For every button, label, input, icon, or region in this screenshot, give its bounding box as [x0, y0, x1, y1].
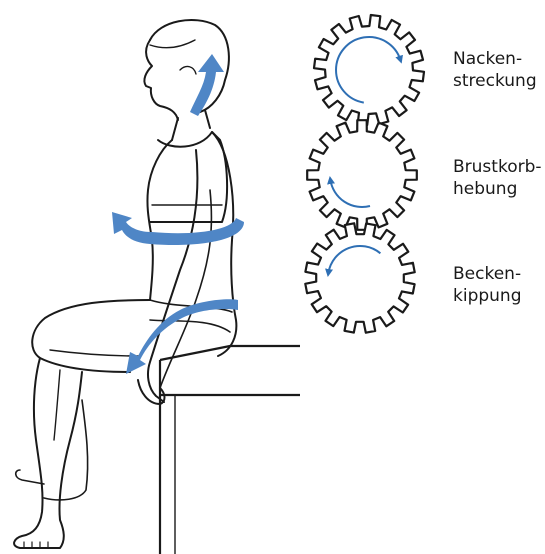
- gear-icon: [305, 223, 414, 332]
- chest-label-line2: hebung: [453, 178, 542, 200]
- neck-label-line1: Nacken-: [453, 48, 537, 70]
- neck-label-line2: streckung: [453, 70, 537, 92]
- neck-extension-arrow: [190, 54, 224, 116]
- bench: [160, 346, 300, 554]
- chest-lift-label: Brustkorb- hebung: [453, 156, 542, 200]
- pelvis-label-line1: Becken-: [453, 263, 522, 285]
- gear-neck: [314, 15, 424, 125]
- gear-icon: [307, 120, 417, 230]
- neck-extension-label: Nacken- streckung: [453, 48, 537, 92]
- gear-icon: [314, 15, 424, 125]
- gear-chest: [307, 120, 417, 230]
- chest-label-line1: Brustkorb-: [453, 156, 542, 178]
- pelvis-tilt-label: Becken- kippung: [453, 263, 522, 307]
- pelvis-label-line2: kippung: [453, 285, 522, 307]
- gear-pelvis: [305, 223, 414, 332]
